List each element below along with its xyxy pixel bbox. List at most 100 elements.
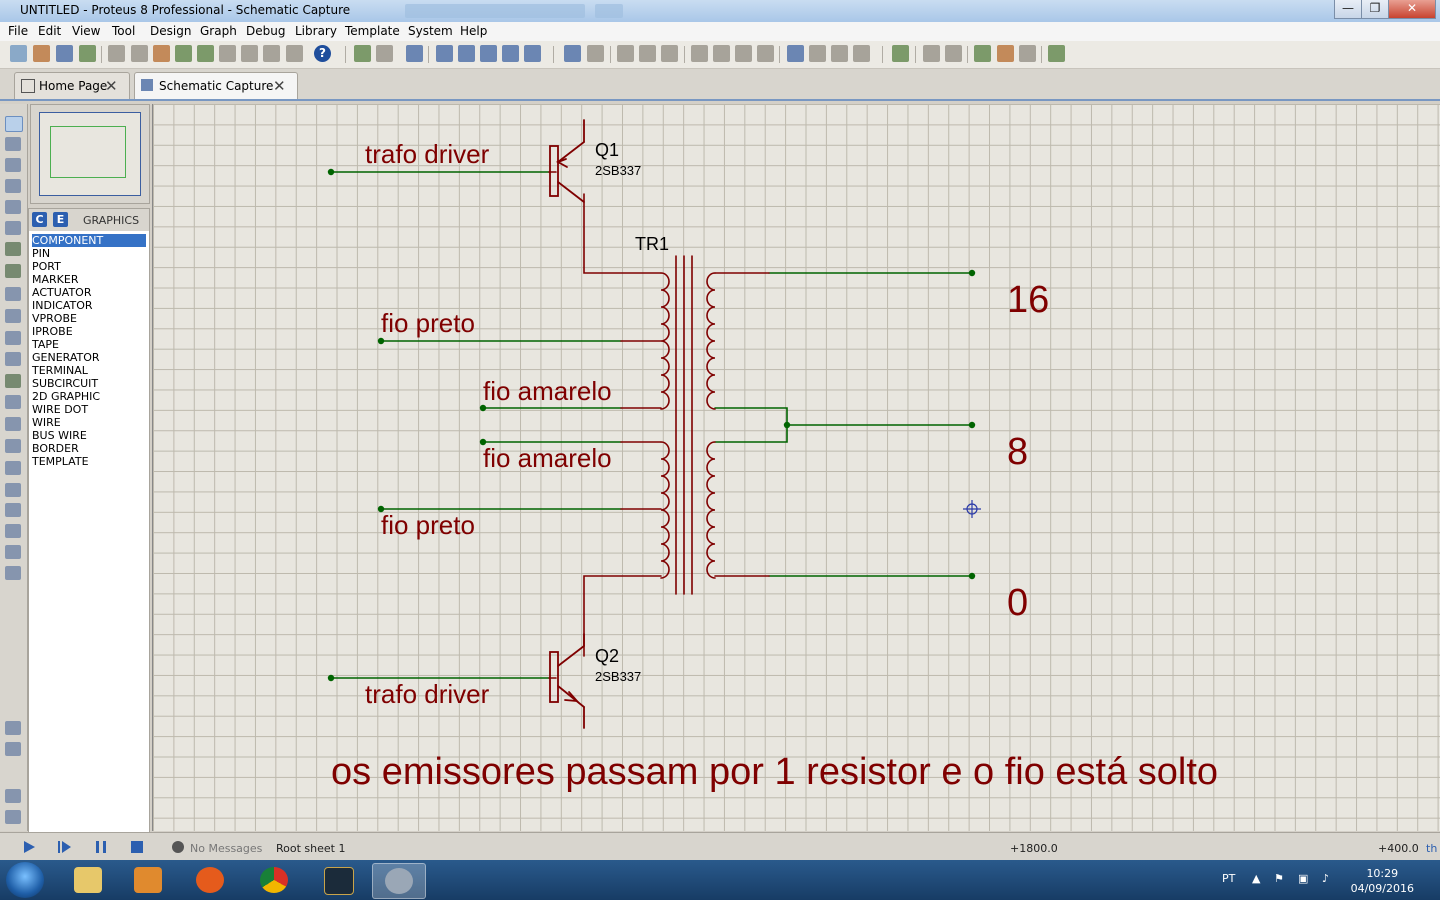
menu-edit[interactable]: Edit <box>38 24 62 38</box>
mirror-y-icon[interactable] <box>5 810 21 824</box>
menu-design[interactable]: Design <box>150 24 192 38</box>
list-item[interactable]: IPROBE <box>32 325 73 338</box>
import-icon[interactable] <box>79 45 96 62</box>
selection-mode-icon[interactable] <box>5 116 23 132</box>
zoom-all-icon[interactable] <box>502 45 519 62</box>
mirror-x-icon[interactable] <box>5 789 21 803</box>
block-move-icon[interactable] <box>713 45 730 62</box>
box-icon[interactable] <box>5 439 21 453</box>
unit-toggle[interactable]: th <box>1426 842 1438 855</box>
design-explorer-icon[interactable] <box>263 45 280 62</box>
tr1-reference[interactable]: TR1 <box>635 234 669 254</box>
taskbar-proteus[interactable] <box>372 863 426 899</box>
tab-home-page[interactable]: Home Page ✕ <box>14 72 130 99</box>
junction-dot-icon[interactable] <box>5 158 21 172</box>
home-icon[interactable] <box>108 45 125 62</box>
messages-status[interactable]: No Messages <box>190 842 263 855</box>
remove-sheet-icon[interactable] <box>997 45 1014 62</box>
network-icon[interactable]: ▣ <box>1298 872 1309 885</box>
close-button[interactable]: ✕ <box>1388 0 1436 19</box>
zoom-area-icon[interactable] <box>524 45 541 62</box>
list-item[interactable]: PIN <box>32 247 51 260</box>
language-indicator[interactable]: PT <box>1222 872 1236 885</box>
paste-icon[interactable] <box>661 45 678 62</box>
list-item[interactable]: SUBCIRCUIT <box>32 377 99 390</box>
refresh-icon[interactable] <box>354 45 371 62</box>
terminal-icon[interactable] <box>5 264 21 278</box>
source-code-icon[interactable] <box>241 45 258 62</box>
taskbar-game-launcher[interactable] <box>312 863 364 897</box>
generator-icon[interactable] <box>5 352 21 366</box>
new-sheet-icon[interactable] <box>974 45 991 62</box>
taskbar-media-player[interactable] <box>122 863 174 897</box>
label-fio-amarelo-bottom[interactable]: fio amarelo <box>483 443 612 473</box>
step-icon[interactable] <box>58 840 72 854</box>
stop-icon[interactable] <box>130 840 144 854</box>
q1-reference[interactable]: Q1 <box>595 140 619 160</box>
taskbar-chrome[interactable] <box>248 863 300 897</box>
q1-value[interactable]: 2SB337 <box>595 163 641 178</box>
graph-icon[interactable] <box>5 309 21 323</box>
q2-reference[interactable]: Q2 <box>595 646 619 666</box>
q2-value[interactable]: 2SB337 <box>595 669 641 684</box>
current-probe-icon[interactable] <box>5 395 21 409</box>
action-center-flag-icon[interactable]: ⚑ <box>1274 872 1284 885</box>
tab-schematic-capture[interactable]: Schematic Capture ✕ <box>134 72 298 99</box>
list-item[interactable]: VPROBE <box>32 312 77 325</box>
electrical-rule-check-icon[interactable] <box>1048 45 1065 62</box>
menu-debug[interactable]: Debug <box>246 24 286 38</box>
mode-e-button[interactable]: E <box>53 212 68 227</box>
taskbar-clock[interactable]: 10:29 04/09/2016 <box>1351 866 1414 896</box>
decompose-icon[interactable] <box>853 45 870 62</box>
rotate-clockwise-icon[interactable] <box>5 721 21 735</box>
marker-icon[interactable] <box>5 566 21 580</box>
menu-tool[interactable]: Tool <box>112 24 136 38</box>
overview-window[interactable] <box>30 104 150 204</box>
copy-icon[interactable] <box>639 45 656 62</box>
list-item[interactable]: WIRE DOT <box>32 403 89 416</box>
tape-recorder-icon[interactable] <box>5 331 21 345</box>
pcb-icon[interactable] <box>153 45 170 62</box>
save-icon[interactable] <box>56 45 73 62</box>
play-icon[interactable] <box>22 840 36 854</box>
search-tag-icon[interactable] <box>923 45 940 62</box>
start-button[interactable] <box>6 862 44 898</box>
voltage-probe-icon[interactable] <box>5 374 21 388</box>
schematic-canvas[interactable]: Q1 2SB337 Q2 2SB337 TR1 trafo driver fio… <box>152 104 1440 831</box>
tab-close-icon[interactable]: ✕ <box>273 77 286 95</box>
block-delete-icon[interactable] <box>757 45 774 62</box>
pick-device-icon[interactable] <box>787 45 804 62</box>
list-item[interactable]: MARKER <box>32 273 79 286</box>
component-mode-icon[interactable] <box>5 137 21 151</box>
gerber-icon[interactable] <box>175 45 192 62</box>
list-item[interactable]: BUS WIRE <box>32 429 87 442</box>
wire-label-icon[interactable] <box>5 179 21 193</box>
device-pin-icon[interactable] <box>5 287 21 301</box>
annotation-note[interactable]: os emissores passam por 1 resistor e o f… <box>331 751 1218 793</box>
redo-icon[interactable] <box>587 45 604 62</box>
notes-icon[interactable] <box>286 45 303 62</box>
path-icon[interactable] <box>5 503 21 517</box>
block-rotate-icon[interactable] <box>735 45 752 62</box>
label-trafo-driver-top[interactable]: trafo driver <box>365 139 490 169</box>
bus-icon[interactable] <box>5 221 21 235</box>
packaging-icon[interactable] <box>831 45 848 62</box>
tap-label-8[interactable]: 8 <box>1007 431 1028 473</box>
schematic-icon[interactable] <box>131 45 148 62</box>
label-fio-amarelo-top[interactable]: fio amarelo <box>483 376 612 406</box>
line-icon[interactable] <box>5 417 21 431</box>
taskbar-firefox[interactable] <box>184 863 236 897</box>
origin-icon[interactable] <box>406 45 423 62</box>
mode-c-button[interactable]: C <box>32 212 47 227</box>
menu-view[interactable]: View <box>72 24 101 38</box>
rotate-anticlockwise-icon[interactable] <box>5 742 21 756</box>
tap-label-0[interactable]: 0 <box>1007 582 1028 624</box>
help-icon[interactable]: ? <box>314 45 331 62</box>
subcircuit-icon[interactable] <box>5 242 21 256</box>
list-item[interactable]: BORDER <box>32 442 79 455</box>
text-script-icon[interactable] <box>5 200 21 214</box>
tab-close-icon[interactable]: ✕ <box>105 77 118 95</box>
list-item[interactable]: ACTUATOR <box>32 286 92 299</box>
list-item[interactable]: WIRE <box>32 416 61 429</box>
arc-icon[interactable] <box>5 483 21 497</box>
